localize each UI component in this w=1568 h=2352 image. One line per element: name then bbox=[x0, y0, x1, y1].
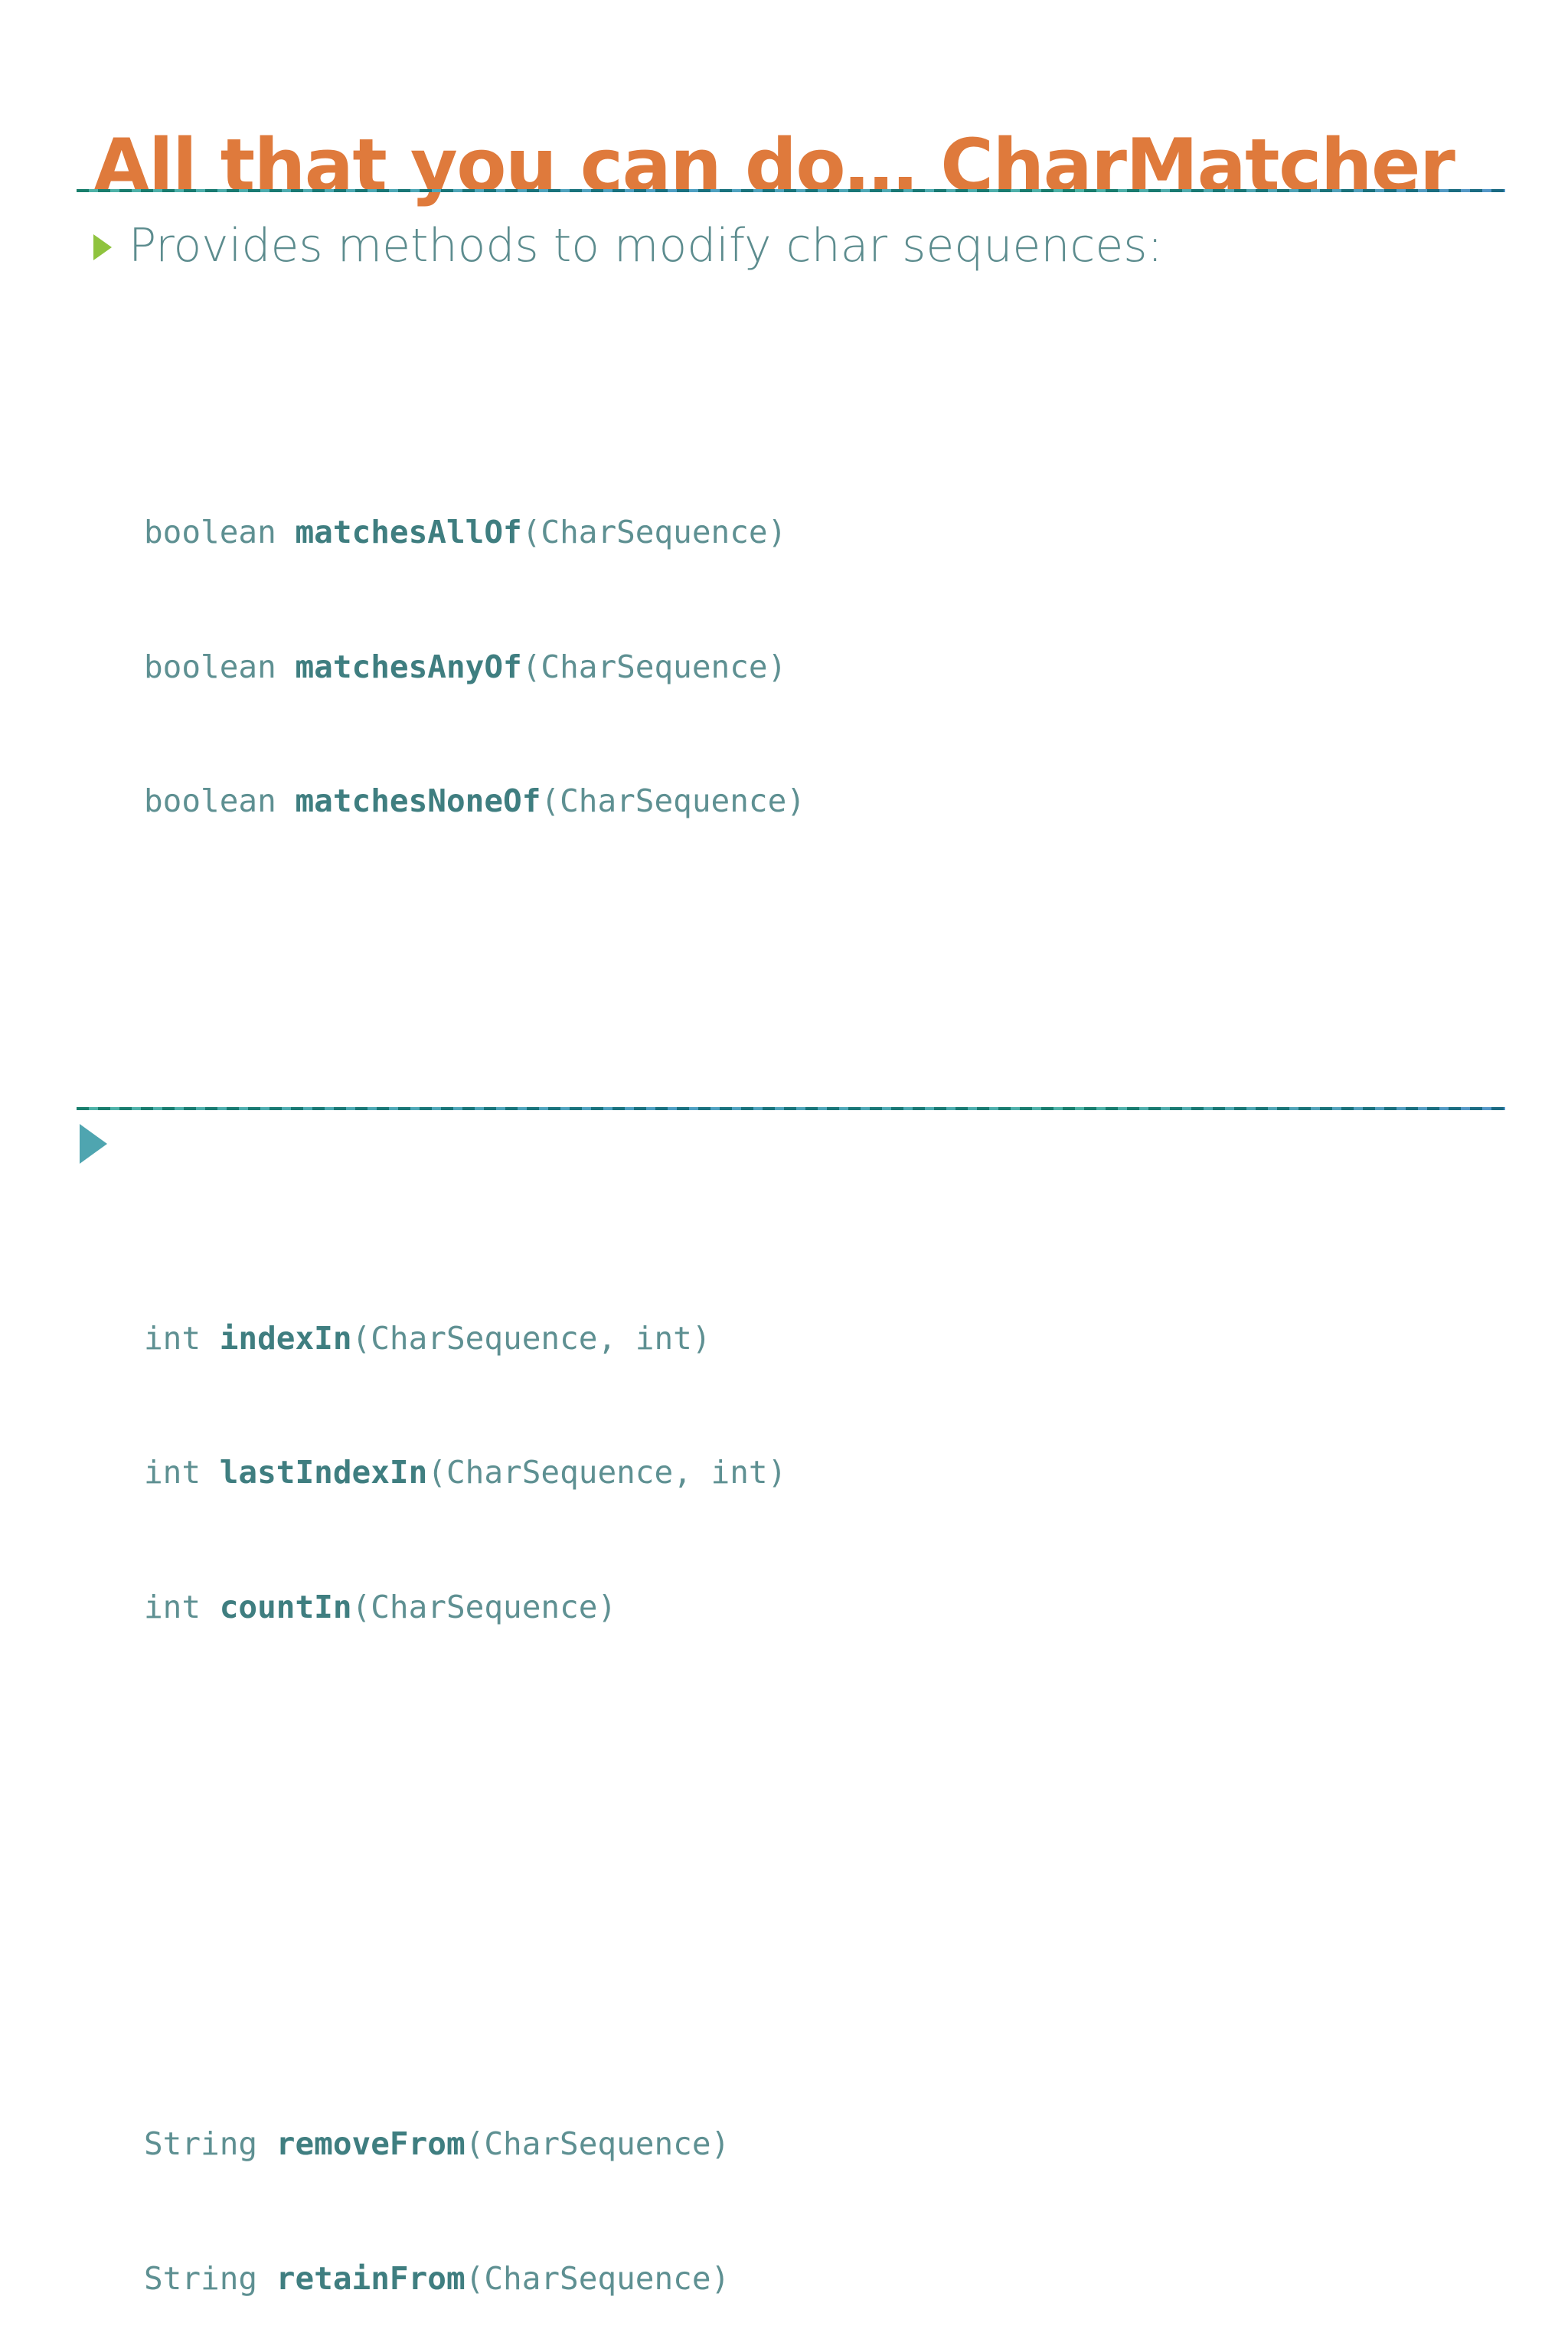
code-group-int: int indexIn(CharSequence, int) int lastI… bbox=[144, 1227, 1013, 1720]
code-method-name: indexIn bbox=[219, 1319, 352, 1357]
code-group-string: String removeFrom(CharSequence) String r… bbox=[144, 2032, 1013, 2352]
code-line: String retainFrom(CharSequence) bbox=[144, 2256, 1013, 2301]
code-line: int lastIndexIn(CharSequence, int) bbox=[144, 1450, 1013, 1495]
code-group-spacer bbox=[144, 1854, 1013, 1898]
code-args: (CharSequence) bbox=[541, 782, 805, 819]
code-args: (CharSequence, int) bbox=[351, 1319, 711, 1357]
code-args: (CharSequence) bbox=[351, 1588, 617, 1625]
code-line: int indexIn(CharSequence, int) bbox=[144, 1316, 1013, 1361]
divider-bottom bbox=[77, 1107, 1505, 1110]
slide-canvas: All that you can do… CharMatcher Provide… bbox=[77, 129, 1505, 2297]
code-block: boolean matchesAllOf(CharSequence) boole… bbox=[144, 331, 1013, 2352]
code-args: (CharSequence) bbox=[465, 2259, 730, 2297]
code-line: String removeFrom(CharSequence) bbox=[144, 2122, 1013, 2167]
code-line: int countIn(CharSequence) bbox=[144, 1585, 1013, 1630]
code-method-name: lastIndexIn bbox=[219, 1454, 428, 1491]
code-method-name: removeFrom bbox=[276, 2125, 466, 2162]
code-return-type: int bbox=[144, 1588, 201, 1625]
triangle-right-icon bbox=[80, 1124, 107, 1164]
code-args: (CharSequence) bbox=[521, 648, 787, 685]
bullet-row: Provides methods to modify char sequence… bbox=[93, 220, 1163, 271]
code-group-spacer bbox=[144, 1047, 1013, 1092]
code-return-type: int bbox=[144, 1319, 201, 1357]
code-method-name: countIn bbox=[219, 1588, 352, 1625]
code-group-boolean: boolean matchesAllOf(CharSequence) boole… bbox=[144, 420, 1013, 913]
code-line: boolean matchesNoneOf(CharSequence) bbox=[144, 779, 1013, 824]
divider-top bbox=[77, 189, 1505, 192]
code-return-type: String bbox=[144, 2259, 258, 2297]
code-return-type: boolean bbox=[144, 648, 276, 685]
code-return-type: String bbox=[144, 2125, 258, 2162]
code-method-name: matchesAnyOf bbox=[295, 648, 522, 685]
code-args: (CharSequence) bbox=[521, 514, 787, 550]
code-method-name: matchesNoneOf bbox=[295, 782, 541, 819]
code-method-name: matchesAllOf bbox=[295, 514, 522, 550]
code-line: boolean matchesAllOf(CharSequence) bbox=[144, 510, 1013, 555]
code-return-type: boolean bbox=[144, 514, 276, 550]
code-return-type: int bbox=[144, 1454, 201, 1491]
bullet-item-label: Provides methods to modify char sequence… bbox=[129, 219, 1163, 273]
code-line: boolean matchesAnyOf(CharSequence) bbox=[144, 645, 1013, 690]
code-args: (CharSequence) bbox=[465, 2125, 730, 2162]
code-return-type: boolean bbox=[144, 782, 276, 819]
code-method-name: retainFrom bbox=[276, 2259, 466, 2297]
code-args: (CharSequence, int) bbox=[427, 1454, 787, 1491]
triangle-right-icon bbox=[93, 234, 112, 260]
